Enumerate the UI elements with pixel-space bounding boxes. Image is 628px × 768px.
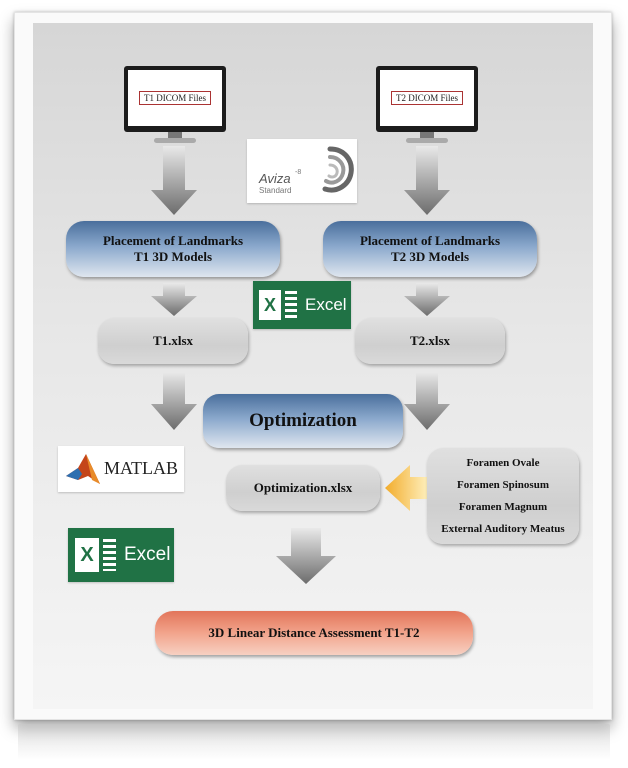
assessment-label: 3D Linear Distance Assessment T1-T2 bbox=[208, 625, 420, 640]
monitor-t1: T1 DICOM Files bbox=[124, 66, 226, 144]
excel-icon-top: X bbox=[259, 290, 281, 320]
excel-icon-bottom: X bbox=[75, 538, 99, 572]
monitor-t2-screen: T2 DICOM Files bbox=[376, 66, 478, 132]
excel-logo-bottom: X Excel bbox=[68, 528, 174, 582]
landmark-item: Foramen Ovale bbox=[466, 457, 540, 469]
optimization-label: Optimization bbox=[249, 410, 357, 431]
matlab-word: MATLAB bbox=[104, 458, 179, 478]
monitor-t2-label: T2 DICOM Files bbox=[390, 91, 463, 105]
arrow-down-placement-t1 bbox=[151, 283, 197, 316]
figure-frame bbox=[14, 12, 612, 720]
landmark-item: External Auditory Meatus bbox=[441, 523, 565, 535]
aviza-swirl-icon bbox=[322, 146, 354, 193]
monitor-t1-screen: T1 DICOM Files bbox=[124, 66, 226, 132]
landmarks-box: Foramen Ovale Foramen Spinosum Foramen M… bbox=[427, 448, 579, 544]
arrow-down-placement-t2 bbox=[404, 283, 450, 316]
matlab-membrane-icon bbox=[66, 454, 100, 484]
t1-file-label: T1.xlsx bbox=[152, 333, 194, 348]
arrow-left-landmarks bbox=[385, 465, 430, 511]
aviza-superscript: -8 bbox=[295, 169, 302, 176]
assessment-box: 3D Linear Distance Assessment T1-T2 bbox=[155, 611, 473, 655]
placement-t1-line1: Placement of Landmarks bbox=[102, 233, 244, 248]
frame-reflection bbox=[18, 724, 610, 760]
excel-logo-top: X Excel bbox=[253, 281, 351, 329]
arrow-down-t2-file bbox=[404, 372, 450, 430]
arrow-down-optimization-file bbox=[276, 528, 336, 584]
excel-word-bottom: Excel bbox=[124, 544, 171, 565]
arrow-down-t1-file bbox=[151, 372, 197, 430]
t1-file-box: T1.xlsx bbox=[98, 318, 248, 364]
placement-t1-line2: T1 3D Models bbox=[134, 249, 212, 264]
aviza-name: Aviza bbox=[259, 171, 291, 186]
aviza-logo: Aviza -8 Standard bbox=[247, 139, 357, 203]
aviza-edition: Standard bbox=[259, 186, 292, 195]
placement-t1-box: Placement of Landmarks T1 3D Models bbox=[66, 221, 280, 277]
monitor-t1-label: T1 DICOM Files bbox=[138, 91, 211, 105]
optimization-box: Optimization bbox=[203, 394, 403, 448]
t2-file-label: T2.xlsx bbox=[409, 333, 451, 348]
optimization-file-box: Optimization.xlsx bbox=[226, 465, 380, 511]
monitor-t2: T2 DICOM Files bbox=[376, 66, 478, 144]
placement-t2-box: Placement of Landmarks T2 3D Models bbox=[323, 221, 537, 277]
optimization-file-label: Optimization.xlsx bbox=[253, 480, 353, 495]
excel-word-top: Excel bbox=[305, 295, 347, 314]
arrow-down-monitor-t2 bbox=[404, 146, 450, 215]
arrow-down-monitor-t1 bbox=[151, 146, 197, 215]
placement-t2-line1: Placement of Landmarks bbox=[359, 233, 501, 248]
landmark-item: Foramen Magnum bbox=[458, 501, 548, 513]
t2-file-box: T2.xlsx bbox=[355, 318, 505, 364]
landmark-item: Foramen Spinosum bbox=[457, 479, 549, 491]
placement-t2-line2: T2 3D Models bbox=[391, 249, 469, 264]
diagram-panel bbox=[33, 23, 593, 709]
matlab-logo: MATLAB bbox=[58, 446, 184, 492]
